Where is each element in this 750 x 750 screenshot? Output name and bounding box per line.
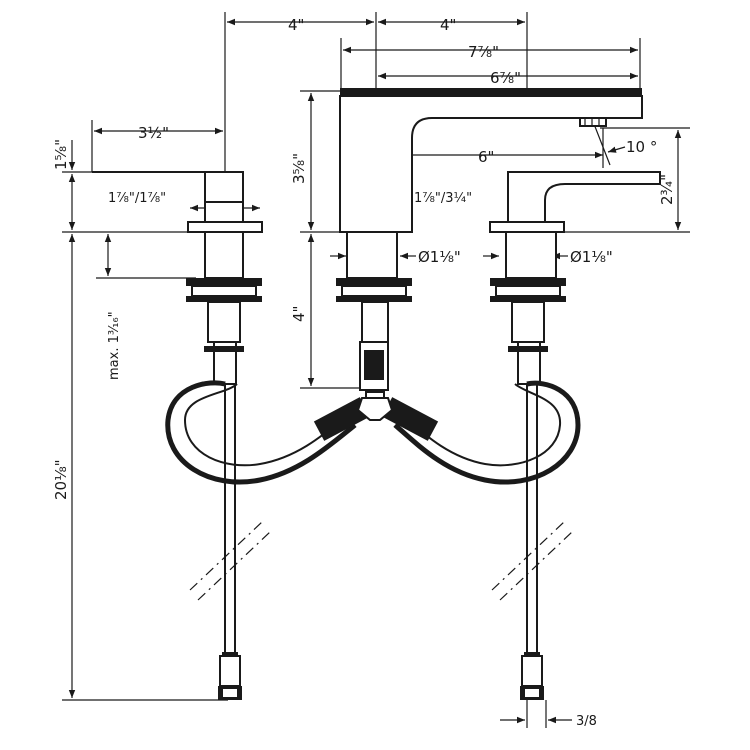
dimension-labels: 4" 4" 7⅞" 6⅞" 3½" 1⅝" 3⅝" 6" 10 ° 2¾" 1⅞…	[52, 16, 676, 729]
hose-connectors	[313, 397, 439, 441]
dim-spout-base: 1⅞"/3¼"	[414, 191, 472, 206]
dim-spout-overall: 7⅞"	[468, 43, 499, 61]
dim-connection: 3/8	[576, 714, 597, 729]
dim-right-handle-height: 2¾"	[658, 174, 676, 205]
dim-handle-height: 1⅝"	[52, 139, 70, 170]
center-shank	[336, 231, 412, 405]
dim-spout-height: 3⅝"	[290, 153, 308, 184]
dim-shank-length: 4"	[290, 306, 308, 322]
dim-spread-left: 4"	[288, 16, 304, 34]
dim-overall-height: 20⅛"	[52, 459, 70, 500]
right-handle	[489, 171, 661, 233]
dim-handle-length: 3½"	[138, 124, 169, 142]
dim-spout-reach-base: 6⅞"	[490, 69, 521, 87]
right-shank	[490, 231, 566, 385]
spout	[339, 88, 643, 233]
dim-handle-base: 1⅞"/1⅞"	[108, 191, 166, 206]
left-shank	[186, 231, 262, 385]
right-hose-loop	[393, 380, 581, 485]
break-line-icon	[189, 521, 573, 601]
dimension-lines	[62, 12, 690, 728]
left-hose-loop	[165, 380, 357, 485]
dim-bore-center: Ø1⅛"	[418, 248, 461, 266]
dim-spout-reach: 6"	[478, 148, 494, 166]
dim-spout-angle: 10 °	[626, 138, 657, 156]
dim-bore-right: Ø1⅛"	[570, 248, 613, 266]
supply-lines	[218, 384, 544, 700]
dim-spread-right: 4"	[440, 16, 456, 34]
left-handle	[92, 171, 263, 233]
dim-deck-max: max. 1³⁄₁₆"	[107, 311, 122, 380]
